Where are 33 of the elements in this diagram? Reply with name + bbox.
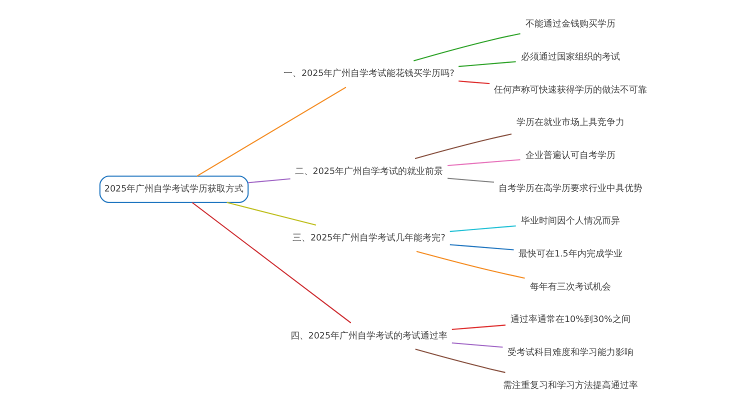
connector [191, 202, 351, 324]
node-text: 必须通过国家组织的考试 [520, 52, 620, 62]
connector [458, 61, 516, 68]
node-text: 通过率通常在10%到30%之间 [510, 315, 630, 326]
node-text: 需注重复习和学习方法提高通过率 [502, 380, 638, 391]
connector [416, 250, 524, 279]
node-text: 四、2025年广州自学考试的考试通过率 [290, 331, 448, 342]
connector [414, 134, 512, 160]
node-text: 不能通过金钱购买学历 [524, 20, 615, 30]
connector [226, 202, 316, 226]
node-text: 企业普遍认可自考学历 [524, 150, 615, 161]
node-text: 最快可在1.5年内完成学业 [518, 250, 622, 260]
connector [196, 86, 346, 177]
connector [447, 159, 520, 166]
node-text: 受考试科目难度和学习能力影响 [506, 348, 633, 358]
node-text: 学历在就业市场上具竞争力 [516, 118, 624, 128]
node-text: 一、2025年广州自学考试能花钱买学历吗? [282, 69, 454, 80]
connector [248, 178, 290, 184]
node-box: 2025年广州自学考试学历获取方式 [98, 176, 248, 204]
connector [449, 225, 516, 232]
node-text: 三、2025年广州自学考试几年能考完? [292, 233, 445, 244]
connector [449, 244, 514, 250]
node-text: 毕业时间因个人情况而异 [520, 216, 620, 227]
connector [451, 324, 506, 330]
node-text: 任何声称可快速获得学历的做法不可靠 [493, 85, 646, 96]
connector [414, 348, 505, 374]
node-text: 自考学历在高学历要求行业中具优势 [498, 184, 642, 194]
connector [413, 33, 520, 62]
connector [458, 80, 490, 84]
node-text: 每年有三次考试机会 [529, 282, 610, 292]
node-text: 二、2025年广州自学考试的就业前景 [294, 167, 443, 178]
connector [451, 342, 502, 348]
connector [447, 178, 494, 183]
